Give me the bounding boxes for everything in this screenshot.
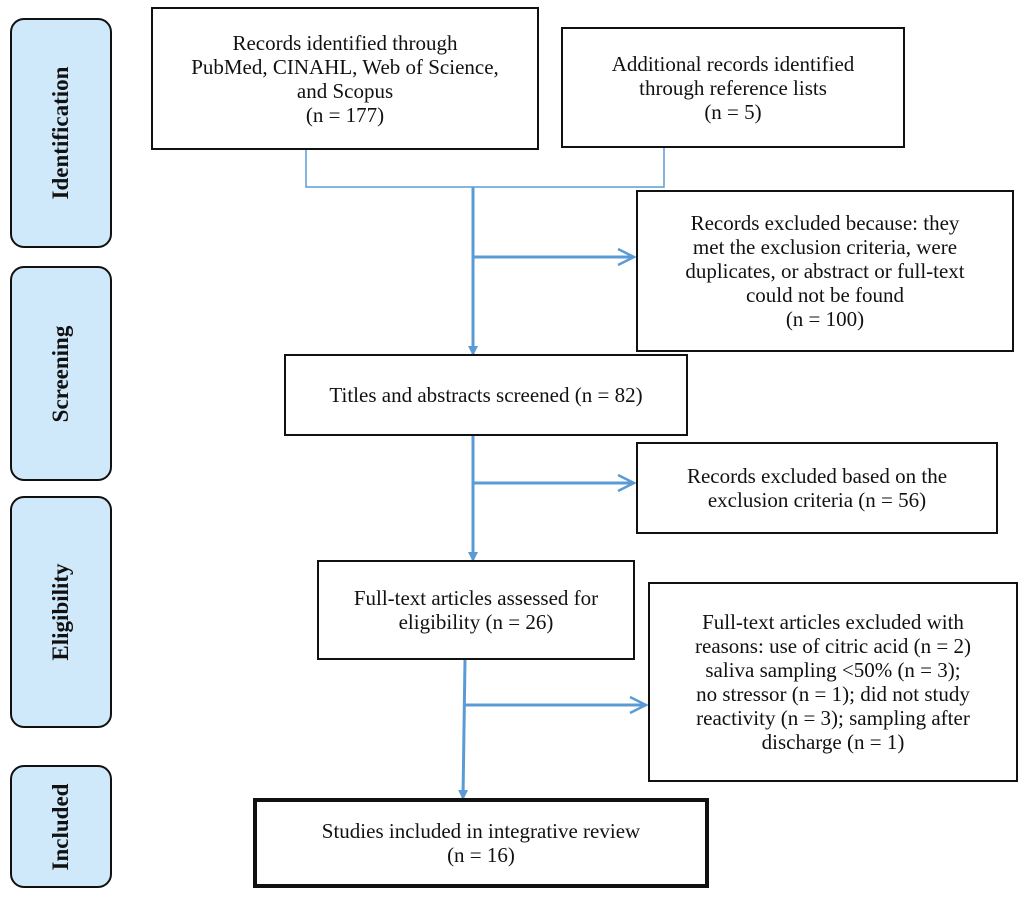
records-excluded-line-4: could not be found bbox=[745, 283, 905, 307]
fulltext-excluded-line-1: Full-text articles excluded with bbox=[702, 610, 964, 634]
additional-records-count: (n = 5) bbox=[704, 99, 762, 124]
stage-included-label: Included bbox=[48, 783, 73, 870]
excluded-criteria-line-2: exclusion criteria (n = 56) bbox=[707, 488, 927, 512]
fulltext-excluded-line-5: reactivity (n = 3); sampling after bbox=[696, 706, 970, 730]
stage-eligibility-label: Eligibility bbox=[48, 563, 73, 661]
stage-screening: Screening bbox=[10, 266, 112, 481]
records-identified-count: (n = 177) bbox=[305, 102, 385, 127]
fulltext-excluded-line-3: saliva sampling <50% (n = 3); bbox=[705, 658, 961, 682]
additional-records-box: Additional records identified through re… bbox=[561, 27, 905, 148]
stage-identification-label: Identification bbox=[48, 66, 73, 200]
excluded-criteria-box: Records excluded based on the exclusion … bbox=[636, 442, 998, 534]
fulltext-excluded-line-6: discharge (n = 1) bbox=[761, 730, 905, 754]
stage-eligibility: Eligibility bbox=[10, 496, 112, 728]
records-identified-line-2: PubMed, CINAHL, Web of Science, bbox=[191, 54, 499, 79]
fulltext-excluded-line-4: no stressor (n = 1); did not study bbox=[696, 682, 970, 706]
records-identified-line-1: Records identified through bbox=[232, 30, 458, 55]
stage-screening-label: Screening bbox=[48, 325, 73, 422]
records-excluded-line-2: met the exclusion criteria, were bbox=[692, 235, 958, 259]
records-identified-line-3: and Scopus bbox=[296, 78, 394, 103]
records-excluded-line-1: Records excluded because: they bbox=[690, 211, 960, 235]
studies-included-line-1: Studies included in integrative review bbox=[321, 819, 641, 843]
fulltext-excluded-line-2: reasons: use of citric acid (n = 2) bbox=[695, 634, 971, 658]
records-excluded-count: (n = 100) bbox=[785, 307, 865, 331]
records-excluded-line-3: duplicates, or abstract or full-text bbox=[685, 259, 965, 283]
titles-screened-text: Titles and abstracts screened (n = 82) bbox=[329, 383, 643, 407]
additional-records-line-1: Additional records identified bbox=[611, 51, 855, 76]
studies-included-box: Studies included in integrative review (… bbox=[253, 798, 709, 888]
studies-included-count: (n = 16) bbox=[447, 843, 515, 867]
fulltext-assessed-line-2: eligibility (n = 26) bbox=[398, 610, 554, 634]
additional-records-line-2: through reference lists bbox=[639, 75, 827, 100]
records-identified-box: Records identified through PubMed, CINAH… bbox=[151, 7, 539, 150]
records-excluded-box: Records excluded because: they met the e… bbox=[636, 190, 1014, 352]
stage-included: Included bbox=[10, 765, 112, 888]
fulltext-assessed-line-1: Full-text articles assessed for bbox=[353, 586, 599, 610]
titles-screened-box: Titles and abstracts screened (n = 82) bbox=[284, 354, 688, 436]
stage-identification: Identification bbox=[10, 18, 112, 248]
arrow-to-studies-included bbox=[458, 659, 469, 800]
excluded-criteria-line-1: Records excluded based on the bbox=[686, 464, 948, 488]
fulltext-assessed-box: Full-text articles assessed for eligibil… bbox=[317, 560, 635, 660]
fulltext-excluded-box: Full-text articles excluded with reasons… bbox=[648, 582, 1018, 782]
merge-connector bbox=[305, 148, 665, 188]
